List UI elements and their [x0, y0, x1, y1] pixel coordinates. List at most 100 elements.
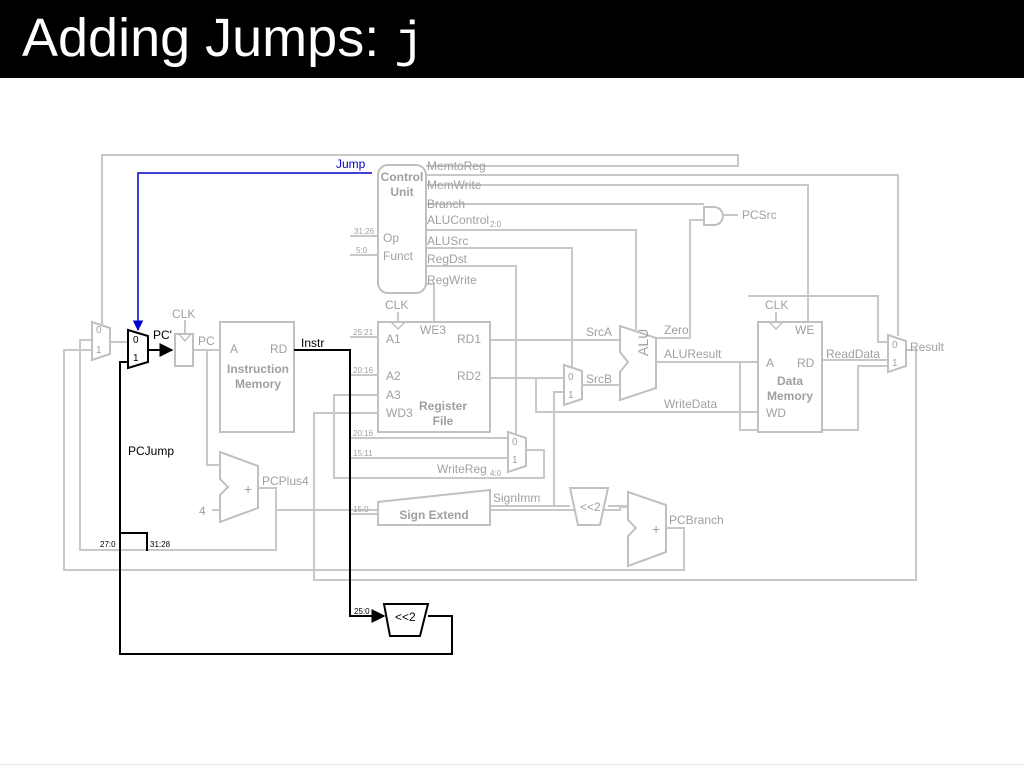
label-dm-name-1: Data — [777, 374, 803, 388]
label-op-bits: 31:26 — [354, 227, 375, 236]
label-rf-rd1: RD1 — [457, 332, 481, 346]
label-bits-31-28: 31:28 — [150, 540, 171, 549]
pc-adder — [219, 450, 259, 524]
label-bits-27-0: 27:0 — [100, 540, 116, 549]
label-signext: Sign Extend — [399, 508, 468, 522]
control-unit — [377, 164, 427, 294]
label-writedata: WriteData — [664, 397, 717, 411]
label-alu: ALU — [635, 329, 651, 356]
slide-title-code: j — [394, 15, 425, 72]
label-writereg: WriteReg — [437, 462, 487, 476]
clock-triangles — [178, 321, 784, 343]
label-zero: Zero — [664, 323, 689, 337]
label-op: Op — [383, 231, 399, 245]
jump-path-wires — [119, 343, 453, 655]
label-const4: 4 — [199, 504, 206, 518]
label-mux-pcsrc-0: 0 — [96, 325, 102, 336]
label-bits-20-16-wr: 20:16 — [353, 429, 374, 438]
label-shl2-jump: <<2 — [395, 610, 416, 624]
label-shl2-branch: <<2 — [580, 500, 601, 514]
alu — [619, 324, 657, 402]
label-rf-name-2: File — [433, 414, 454, 428]
label-funct-bits: 5:0 — [356, 246, 368, 255]
label-srca: SrcA — [586, 325, 612, 339]
label-pcplus4: PCPlus4 — [262, 474, 309, 488]
label-rf-wd3: WD3 — [386, 406, 413, 420]
label-mux-jump-1: 1 — [133, 353, 139, 364]
faded-components — [91, 164, 907, 568]
label-alucontrol-bits: 2:0 — [490, 220, 502, 229]
label-regwrite: RegWrite — [427, 273, 477, 287]
pc-register — [174, 333, 194, 367]
label-clk-pc: CLK — [172, 307, 195, 321]
label-alusrc: ALUSrc — [427, 234, 468, 248]
label-mux-alusrc-1: 1 — [568, 390, 574, 401]
label-memwrite: MemWrite — [427, 178, 482, 192]
data-memory — [757, 321, 823, 433]
jump-signal-wire — [132, 172, 372, 332]
label-mux-alusrc-0: 0 — [568, 372, 574, 383]
faded-wires — [63, 154, 917, 581]
branch-adder — [627, 490, 667, 568]
label-dm-we: WE — [795, 323, 814, 337]
label-rf-rd2: RD2 — [457, 369, 481, 383]
label-im-name-1: Instruction — [227, 362, 289, 376]
label-im-rd: RD — [270, 342, 288, 356]
label-signimm: SignImm — [493, 491, 540, 505]
label-dm-a: A — [766, 356, 774, 370]
label-bits-25-0: 25:0 — [354, 607, 370, 616]
register-file — [377, 321, 491, 433]
and-gate — [703, 206, 724, 226]
label-bits-15-0: 15:0 — [353, 505, 369, 514]
label-instr: Instr — [301, 336, 324, 350]
bottom-rule — [0, 764, 1024, 765]
slide-title-text: Adding Jumps: — [22, 8, 395, 68]
label-clk-dm: CLK — [765, 298, 788, 312]
label-funct: Funct — [383, 249, 414, 263]
label-plus-pc: + — [244, 481, 252, 497]
label-im-name-2: Memory — [235, 377, 281, 391]
label-dm-name-2: Memory — [767, 389, 813, 403]
label-pcsrc: PCSrc — [742, 208, 777, 222]
label-bits-25-21: 25:21 — [353, 328, 374, 337]
label-control-unit-2: Unit — [390, 185, 413, 199]
label-pc-prime: PC' — [153, 328, 172, 342]
mux-memtoreg — [887, 333, 907, 374]
mux-pcsrc — [91, 320, 111, 362]
slide-title: Adding Jumps: j — [22, 2, 424, 80]
label-mux-memtoreg-0: 0 — [892, 340, 898, 351]
label-im-a: A — [230, 342, 238, 356]
shl2-branch-block — [568, 487, 610, 526]
label-dm-rd: RD — [797, 356, 815, 370]
label-srcb: SrcB — [586, 372, 612, 386]
label-rf-we3: WE3 — [420, 323, 446, 337]
mux-alusrc — [563, 363, 583, 407]
label-mux-regdst-1: 1 — [512, 455, 518, 466]
label-pcbranch: PCBranch — [669, 513, 724, 527]
label-bits-15-11: 15:11 — [353, 449, 373, 458]
label-alucontrol: ALUControl — [427, 213, 489, 227]
label-pc: PC — [198, 334, 215, 348]
shl2-jump-block — [382, 603, 430, 637]
label-bits-20-16-a2: 20:16 — [353, 366, 374, 375]
instruction-memory — [219, 321, 295, 433]
label-jump: Jump — [336, 157, 366, 171]
label-branch: Branch — [427, 197, 465, 211]
label-pcjump: PCJump — [128, 444, 174, 458]
label-mux-jump-0: 0 — [133, 335, 139, 346]
label-clk-rf: CLK — [385, 298, 408, 312]
label-readdata: ReadData — [826, 347, 880, 361]
label-rf-name-1: Register — [419, 399, 467, 413]
label-rf-a1: A1 — [386, 332, 401, 346]
label-mux-regdst-0: 0 — [512, 437, 518, 448]
mux-regdst — [507, 430, 527, 474]
label-mux-pcsrc-1: 1 — [96, 345, 102, 356]
sign-extend — [377, 488, 491, 526]
label-plus-branch: + — [652, 521, 660, 537]
mux-jump — [127, 328, 149, 370]
title-bar: Adding Jumps: j — [0, 0, 1024, 78]
label-rf-a2: A2 — [386, 369, 401, 383]
label-mux-memtoreg-1: 1 — [892, 358, 898, 369]
label-rf-a3: A3 — [386, 388, 401, 402]
